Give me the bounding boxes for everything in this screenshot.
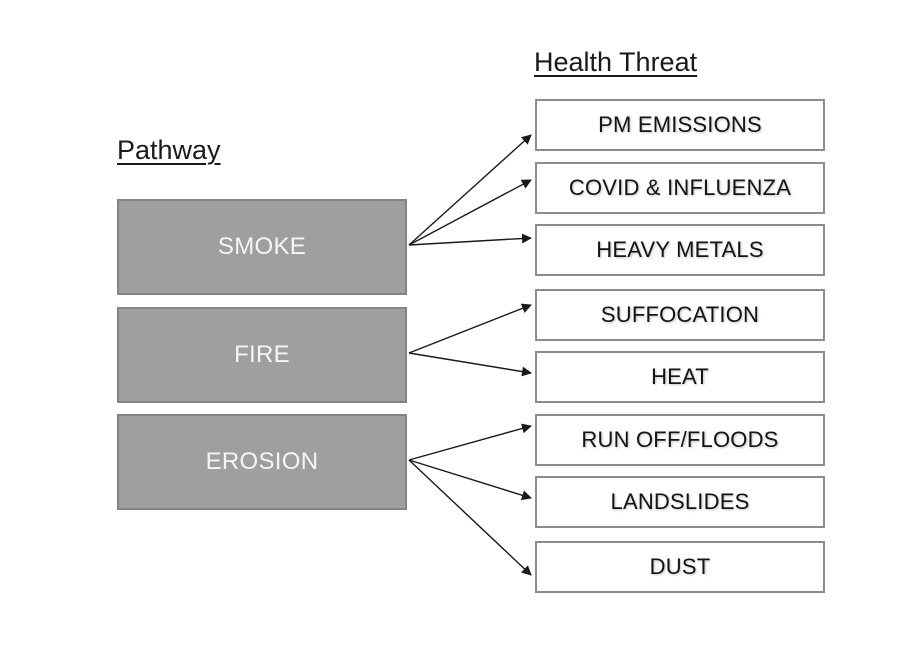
arrow-smoke-to-pm-emissions (408, 134, 532, 246)
arrow-smoke-to-heavy-metals (408, 233, 532, 246)
arrow-erosion-to-run-off-floods (408, 423, 532, 461)
threat-label: HEAVY METALS (596, 237, 764, 262)
pathway-label: EROSION (205, 448, 319, 475)
threat-label: PM EMISSIONS (598, 112, 762, 137)
arrow-smoke-to-covid-influenza (408, 179, 532, 246)
pathway-box-smoke: SMOKE (117, 199, 407, 295)
threat-box-run-off-floods: RUN OFF/FLOODS (535, 414, 825, 466)
threat-label: DUST (649, 554, 711, 579)
arrow-erosion-to-dust (408, 459, 532, 576)
threat-box-suffocation: SUFFOCATION (535, 289, 825, 341)
threat-label: RUN OFF/FLOODS (581, 427, 779, 452)
threat-box-heat: HEAT (535, 351, 825, 403)
threat-label: HEAT (651, 364, 709, 389)
pathway-label: FIRE (234, 341, 290, 368)
arrow-erosion-to-landslides (408, 459, 532, 501)
arrow-fire-to-heat (408, 352, 532, 377)
threat-label: LANDSLIDES (610, 489, 750, 514)
threat-box-covid-influenza: COVID & INFLUENZA (535, 162, 825, 214)
threat-label: SUFFOCATION (600, 302, 760, 327)
threat-label: COVID & INFLUENZA (568, 175, 792, 200)
pathway-label: SMOKE (217, 233, 307, 260)
pathway-heading: Pathway (117, 135, 221, 165)
arrow-fire-to-suffocation (408, 303, 532, 354)
threat-box-pm-emissions: PM EMISSIONS (535, 99, 825, 151)
threat-box-dust: DUST (535, 541, 825, 593)
pathway-box-fire: FIRE (117, 307, 407, 403)
threat-box-landslides: LANDSLIDES (535, 476, 825, 528)
pathway-box-erosion: EROSION (117, 414, 407, 510)
health-threat-heading: Health Threat (534, 47, 698, 77)
threat-box-heavy-metals: HEAVY METALS (535, 224, 825, 276)
